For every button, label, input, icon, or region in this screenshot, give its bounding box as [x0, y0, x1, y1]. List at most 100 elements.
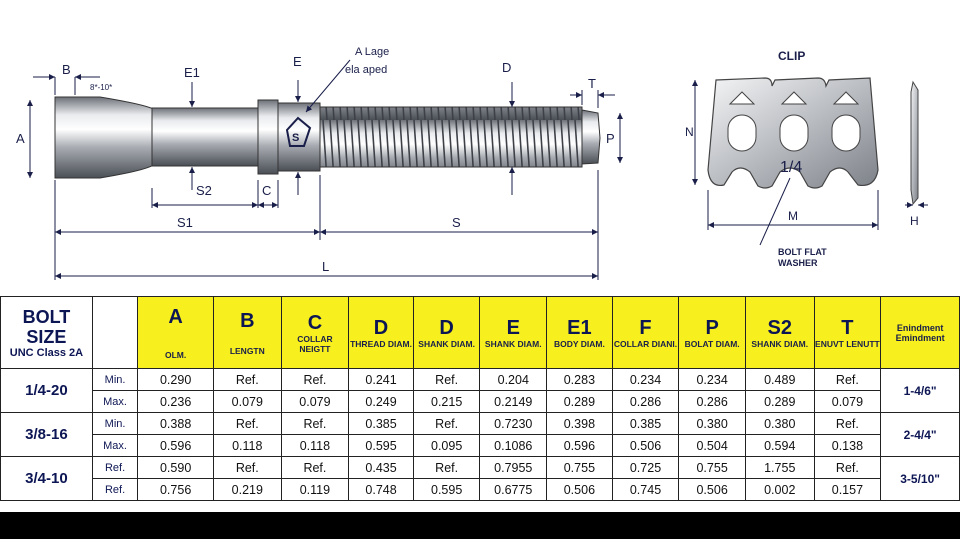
value-cell: Ref. — [412, 456, 481, 479]
value-cell: 0.2149 — [479, 390, 548, 413]
value-cell: 0.7230 — [479, 412, 548, 435]
value-cell: 0.725 — [611, 456, 680, 479]
value-cell: 0.7955 — [479, 456, 548, 479]
bolt-collar — [257, 99, 279, 175]
thread-length-cell: 1-4/6" — [880, 368, 960, 413]
value-cell: 0.157 — [813, 478, 882, 501]
value-cell: 0.118 — [280, 434, 350, 457]
clip-slot — [779, 114, 809, 152]
value-cell: 0.249 — [348, 390, 414, 413]
clip-illustration: CLIP 1/4 N M BOLT FLAT WASHER H — [685, 49, 928, 268]
bottom-black-bar — [0, 512, 960, 539]
value-cell: Ref. — [813, 368, 882, 391]
value-cell: 0.289 — [744, 390, 815, 413]
value-cell: Ref. — [212, 412, 282, 435]
clip-dim-M: M — [788, 209, 798, 223]
thread-length-cell: 2-4/4" — [880, 412, 960, 457]
value-cell: Ref. — [813, 412, 882, 435]
dimension-labels: B 8*-10* A E1 E A Lage ela aped D T P S2… — [16, 46, 615, 274]
clip-slot — [727, 114, 757, 152]
tolerance-label-cell: Min. — [91, 412, 139, 435]
bolt-head — [54, 96, 156, 179]
value-cell: Ref. — [412, 412, 481, 435]
dim-label-E1: E1 — [184, 65, 200, 80]
value-cell: 0.215 — [412, 390, 481, 413]
clip-dim-N: N — [685, 125, 694, 139]
value-cell: 0.286 — [611, 390, 680, 413]
value-cell: 0.595 — [412, 478, 481, 501]
bolt-size-cell: 3/4-10 — [0, 456, 93, 501]
value-cell: 0.385 — [348, 412, 414, 435]
value-cell: Ref. — [212, 368, 282, 391]
tolerance-label-cell: Min. — [91, 368, 139, 391]
bolt-size-cell: 1/4-20 — [0, 368, 93, 413]
dim-label-B: B — [62, 62, 71, 77]
blank-header — [91, 296, 139, 369]
callout-line-1: A Lage — [355, 46, 389, 58]
clip-tab — [832, 91, 860, 105]
value-cell: 0.289 — [546, 390, 613, 413]
clip-slot — [831, 114, 861, 152]
value-cell: 0.219 — [212, 478, 282, 501]
tolerance-label-cell: Ref. — [91, 478, 139, 501]
clip-caption-1: BOLT FLAT — [778, 247, 827, 257]
tolerance-label-cell: Max. — [91, 390, 139, 413]
value-cell: 0.504 — [678, 434, 746, 457]
value-cell: 0.204 — [479, 368, 548, 391]
dim-label-T: T — [588, 76, 596, 91]
value-cell: 0.388 — [137, 412, 214, 435]
value-cell: 0.745 — [611, 478, 680, 501]
clip-tab — [728, 91, 756, 105]
value-cell: 0.595 — [348, 434, 414, 457]
value-cell: 0.286 — [678, 390, 746, 413]
value-cell: 0.095 — [412, 434, 481, 457]
bolt-tip — [581, 109, 601, 165]
value-cell: Ref. — [280, 368, 350, 391]
value-cell: 0.590 — [137, 456, 214, 479]
value-cell: Ref. — [813, 456, 882, 479]
value-cell: 0.748 — [348, 478, 414, 501]
value-cell: 0.596 — [137, 434, 214, 457]
dimension-lines — [27, 59, 623, 280]
value-cell: 0.079 — [280, 390, 350, 413]
value-cell: 0.119 — [280, 478, 350, 501]
value-cell: 0.380 — [744, 412, 815, 435]
tolerance-label-cell: Ref. — [91, 456, 139, 479]
dim-label-C: C — [262, 183, 271, 198]
clip-size-label: 1/4 — [780, 159, 802, 176]
value-cell: 0.385 — [611, 412, 680, 435]
value-cell: 0.079 — [813, 390, 882, 413]
value-cell: 0.118 — [212, 434, 282, 457]
value-cell: Ref. — [280, 456, 350, 479]
value-cell: 0.079 — [212, 390, 282, 413]
dim-label-D: D — [502, 60, 511, 75]
bolt-shank — [151, 107, 263, 167]
bolt-thread — [319, 106, 583, 168]
value-cell: 0.138 — [813, 434, 882, 457]
tolerance-label-cell: Max. — [91, 434, 139, 457]
value-cell: 0.241 — [348, 368, 414, 391]
value-cell: 0.506 — [611, 434, 680, 457]
value-cell: 0.755 — [546, 456, 613, 479]
svg-text:S: S — [292, 132, 299, 144]
value-cell: 0.236 — [137, 390, 214, 413]
clip-caption-2: WASHER — [778, 258, 818, 268]
value-cell: 0.234 — [678, 368, 746, 391]
dim-label-S2: S2 — [196, 183, 212, 198]
value-cell: 0.594 — [744, 434, 815, 457]
